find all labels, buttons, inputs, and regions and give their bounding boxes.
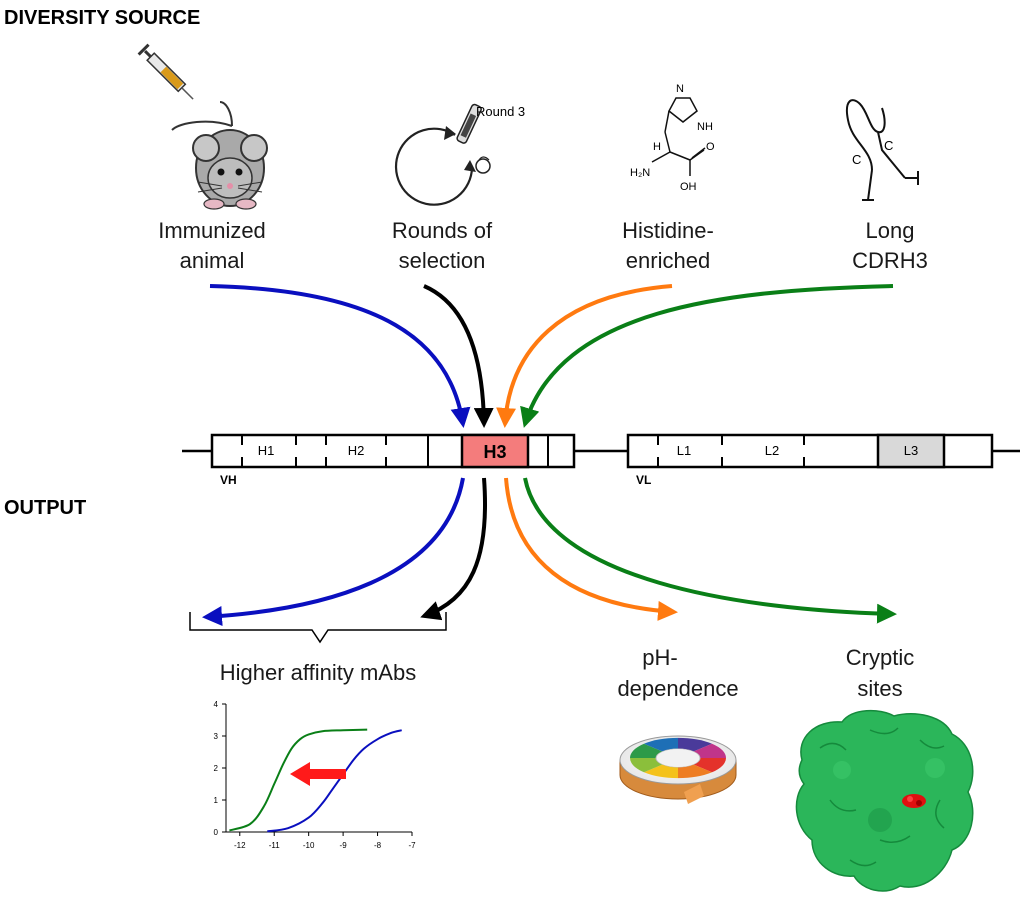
cdrh3-loop-icon [846, 99, 919, 201]
source-3-line1: Histidine- [622, 218, 714, 243]
arrow-h3-to-ph [504, 477, 678, 621]
arrow-h3-to-cryptic [523, 477, 897, 624]
chart-y-tick-label: 3 [214, 732, 219, 741]
round-label: Round 3 [476, 104, 525, 119]
arrow-immunized-to-h3 [209, 284, 471, 428]
segment-h1-label: H1 [258, 443, 275, 458]
segment-h2-label: H2 [348, 443, 365, 458]
vl-label: VL [636, 473, 651, 487]
chart-series-line-2 [267, 729, 402, 833]
source-1-line2: animal [180, 248, 245, 273]
histidine-n-label: N [676, 83, 684, 95]
histidine-h2n-label: H₂N [630, 167, 650, 179]
chart-x-tick-label: -12 [234, 841, 246, 850]
output-cryptic-line1: Cryptic [846, 645, 914, 670]
chart-series-line-1 [229, 728, 368, 832]
protein-surface-icon [795, 709, 974, 892]
chart-x-tick-label: -10 [303, 841, 315, 850]
chart-x-tick-label: -8 [374, 841, 382, 850]
chart-y-tick-label: 0 [214, 828, 219, 837]
cryptic-site-marker [902, 794, 926, 808]
mouse-icon [171, 101, 268, 210]
left-shift-arrow [290, 762, 346, 786]
chart-x-tick-label: -11 [269, 841, 281, 850]
diversity-source-header: DIVERSITY SOURCE [4, 7, 200, 29]
histidine-nh-label: NH [697, 121, 713, 133]
source-3-line2: enriched [626, 248, 710, 273]
histidine-o-label: O [706, 141, 715, 153]
h3-segment [460, 433, 530, 469]
chart-y-tick-label: 1 [214, 796, 219, 805]
output-cryptic-line2: sites [857, 676, 902, 701]
source-2-line1: Rounds of [392, 218, 493, 243]
segment-h3-label: H3 [483, 442, 506, 462]
chart-x-tick-label: -7 [408, 841, 416, 850]
segment-l2-label: L2 [765, 443, 779, 458]
source-4-line1: Long [866, 218, 915, 243]
cdr-cys-1: C [852, 152, 861, 167]
output-ph-line2: dependence [617, 676, 738, 701]
syringe-icon [137, 43, 194, 100]
histidine-oh-label: OH [680, 181, 697, 193]
source-2-line2: selection [399, 248, 486, 273]
ph-indicator-wheel-icon [619, 735, 737, 804]
vh-label: VH [220, 473, 237, 487]
segment-l3-label: L3 [904, 443, 918, 458]
arrow-h3-to-affinity-black [420, 477, 487, 621]
source-4-line2: CDRH3 [852, 248, 928, 273]
arrow-cdrh3-to-h3 [520, 284, 894, 428]
histidine-structure-icon [651, 97, 706, 176]
source-1-line1: Immunized [158, 218, 266, 243]
l3-segment [876, 433, 946, 469]
cdr-cys-2: C [884, 138, 893, 153]
output-affinity-label: Higher affinity mAbs [220, 660, 416, 685]
selection-cycle-icon [394, 103, 491, 206]
arrow-h3-to-affinity-blue [202, 477, 465, 626]
chart-y-tick-label: 2 [214, 764, 219, 773]
histidine-h-label: H [653, 141, 661, 153]
segment-l1-label: L1 [677, 443, 691, 458]
output-ph-line1: pH- [642, 645, 677, 670]
binding-curve-chart: -12 -11 -10 -9 -8 -7 0 1 2 3 4 [214, 700, 417, 850]
chart-x-tick-label: -9 [340, 841, 348, 850]
vl-domain [626, 433, 994, 469]
affinity-brace [189, 612, 447, 644]
chart-y-tick-label: 4 [214, 700, 219, 709]
output-header: OUTPUT [4, 497, 86, 519]
vh-domain [210, 433, 576, 469]
arrow-histidine-to-h3 [496, 284, 673, 428]
arrow-selection-to-h3 [423, 284, 494, 428]
